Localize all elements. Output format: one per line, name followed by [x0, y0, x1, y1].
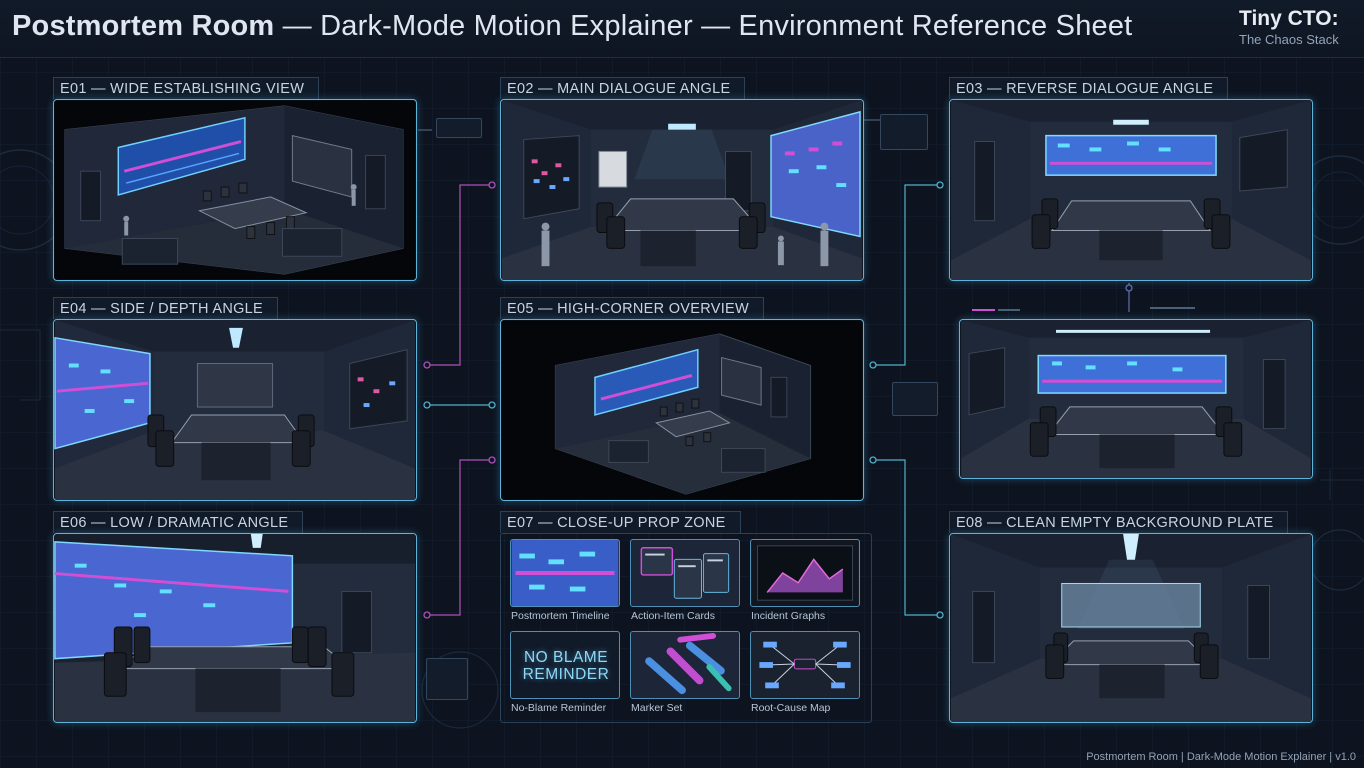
panel-label-e02: E02 — MAIN DIALOGUE ANGLE: [500, 77, 746, 99]
reminder-sign-icon: NO BLAME REMINDER: [511, 632, 619, 698]
panel-label-e05: E05 — HIGH-CORNER OVERVIEW: [500, 297, 764, 319]
room-illustration-e02: [502, 100, 862, 280]
cards-icon: [631, 540, 739, 606]
page-title-bold: Postmortem Room: [12, 10, 275, 42]
panel-e06-low-dramatic[interactable]: [53, 533, 417, 723]
brand-block: Tiny CTO: The Chaos Stack: [1239, 7, 1354, 47]
prop-caption-root-cause-map: Root-Cause Map: [751, 702, 831, 714]
prop-tile-marker-set[interactable]: [630, 631, 740, 699]
room-illustration-e03-alt: [961, 320, 1311, 478]
status-widget-3: [892, 382, 938, 416]
prop-zone-frame: [500, 533, 872, 723]
panel-e03-reverse-dialogue[interactable]: [949, 99, 1313, 281]
prop-caption-timeline: Postmortem Timeline: [511, 610, 610, 622]
prop-tile-timeline[interactable]: [510, 539, 620, 607]
panel-e03-alt-wide[interactable]: [959, 319, 1313, 479]
panel-e02-main-dialogue[interactable]: [500, 99, 864, 281]
panel-e08-clean-plate[interactable]: [949, 533, 1313, 723]
no-blame-line-2: REMINDER: [522, 666, 610, 683]
panel-e04-side-depth[interactable]: [53, 319, 417, 501]
prop-caption-no-blame: No-Blame Reminder: [511, 702, 607, 714]
panel-label-e04: E04 — SIDE / DEPTH ANGLE: [53, 297, 279, 319]
marker-icon: [631, 632, 739, 698]
panel-label-e03: E03 — REVERSE DIALOGUE ANGLE: [949, 77, 1229, 99]
prop-caption-action-cards: Action-Item Cards: [631, 610, 716, 622]
panel-label-e08: E08 — CLEAN EMPTY BACKGROUND PLATE: [949, 511, 1289, 533]
room-illustration-e08: [950, 534, 1312, 722]
panel-label-e06: E06 — LOW / DRAMATIC ANGLE: [53, 511, 304, 533]
status-widget-4: [426, 658, 468, 700]
room-illustration-e03: [951, 100, 1311, 280]
header-bar: [0, 0, 1364, 58]
graph-icon: [751, 540, 859, 606]
brand-title: Tiny CTO:: [1239, 7, 1339, 30]
footer-version: Postmortem Room | Dark-Mode Motion Expla…: [1086, 751, 1356, 763]
room-illustration-e01: [64, 105, 404, 275]
status-widget-2: [880, 114, 928, 150]
mind-map-icon: [751, 632, 859, 698]
panel-e05-high-corner-overview[interactable]: [500, 319, 864, 501]
panel-label-e01: E01 — WIDE ESTABLISHING VIEW: [53, 77, 320, 99]
prop-tile-action-cards[interactable]: [630, 539, 740, 607]
prop-tile-no-blame[interactable]: NO BLAME REMINDER: [510, 631, 620, 699]
room-illustration-e04: [54, 320, 415, 500]
panel-e01-wide-establishing[interactable]: [53, 99, 417, 281]
status-widget-1: [436, 118, 482, 138]
prop-caption-incident-graphs: Incident Graphs: [751, 610, 826, 622]
page-title-rest: — Dark-Mode Motion Explainer — Environme…: [274, 10, 1133, 42]
room-illustration-e05: [554, 333, 812, 495]
panel-label-e07: E07 — CLOSE-UP PROP ZONE: [500, 511, 741, 533]
page-title: Postmortem Room — Dark-Mode Motion Expla…: [12, 10, 1132, 43]
prop-tile-incident-graphs[interactable]: [750, 539, 860, 607]
room-illustration-e06: [54, 534, 416, 722]
prop-caption-marker-set: Marker Set: [631, 702, 683, 714]
timeline-icon: [511, 540, 619, 606]
no-blame-line-1: NO BLAME: [523, 649, 609, 666]
prop-tile-root-cause-map[interactable]: [750, 631, 860, 699]
brand-subtitle: The Chaos Stack: [1239, 32, 1339, 47]
